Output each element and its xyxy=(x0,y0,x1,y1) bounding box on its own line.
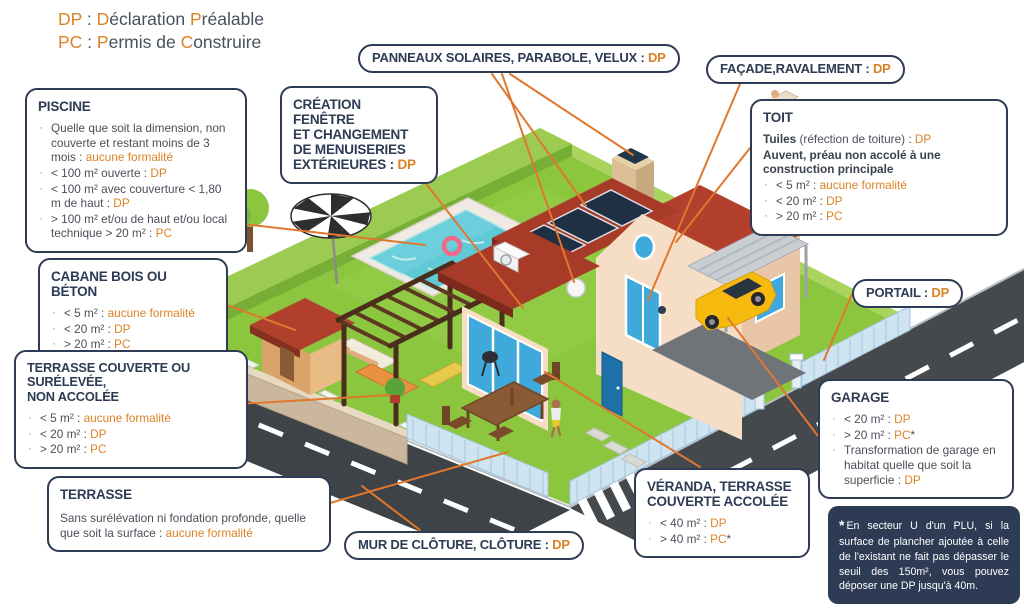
callout-facade-title: FAÇADE,RAVALEMENT : DP xyxy=(720,61,891,76)
footnote-asterisk: * xyxy=(839,517,845,533)
item-line: ·> 20 m² : PC* xyxy=(832,426,916,442)
satellite-dish xyxy=(566,278,586,298)
footnote: *En secteur U d'un PLU, si la surface de… xyxy=(828,506,1020,604)
callout-cabane-items: ·< 5 m² : aucune formalité·< 20 m² : DP·… xyxy=(51,305,215,352)
callout-mur-cloture-title: MUR DE CLÔTURE, CLÔTURE : DP xyxy=(358,537,570,552)
leader-terrasse xyxy=(329,451,509,504)
barbecue xyxy=(482,351,498,363)
item-line: ·> 100 m² et/ou de haut et/ou local tech… xyxy=(39,210,228,241)
callout-terrasse-couverte-title: TERRASSE COUVERTE OU SURÉLEVÉE,NON ACCOL… xyxy=(27,360,191,404)
item-line: ·> 20 m² : PC xyxy=(28,441,107,457)
leader-facade xyxy=(647,83,741,301)
callout-panneaux-solaires-title: PANNEAUX SOLAIRES, PARABOLE, VELUX : DP xyxy=(372,50,666,65)
leader-panneaux-solaires xyxy=(491,73,587,207)
callout-mur-cloture: MUR DE CLÔTURE, CLÔTURE : DP xyxy=(344,531,584,560)
item-line: ·< 5 m² : aucune formalité xyxy=(52,305,195,321)
callout-garage-title: GARAGE xyxy=(831,390,890,405)
leader-lines xyxy=(223,73,853,531)
callout-terrasse-couverte: TERRASSE COUVERTE OU SURÉLEVÉE,NON ACCOL… xyxy=(14,350,248,469)
leader-veranda xyxy=(544,371,701,468)
leader-mur-cloture xyxy=(361,485,421,531)
item-line: ·< 100 m² avec couverture < 1,80 m de ha… xyxy=(39,180,222,211)
item-line: Auvent, préau non accolé à une construct… xyxy=(763,147,941,177)
item-line: Tuiles (réfection de toiture) : DP xyxy=(763,132,932,147)
leader-portail xyxy=(823,293,853,361)
callout-terrasse: TERRASSE Sans surélévation ni fondation … xyxy=(47,476,331,553)
item-line: ·< 5 m² : aucune formalité xyxy=(28,409,171,425)
item-line: ·< 20 m² : DP xyxy=(52,320,131,336)
item-line: ·< 40 m² : DP xyxy=(648,515,727,531)
legend: DP : Déclaration Préalable PC : Permis d… xyxy=(58,8,264,54)
callout-portail-title: PORTAIL : DP xyxy=(866,285,950,300)
item-line: ·> 40 m² : PC* xyxy=(648,530,732,546)
item-line: Sans surélévation ni fondation profonde,… xyxy=(60,511,306,540)
front-door xyxy=(601,351,623,417)
ac-unit xyxy=(492,241,531,273)
legend-line-dp: DP : Déclaration Préalable xyxy=(58,9,264,29)
garden-table xyxy=(460,381,550,426)
callout-veranda-title: VÉRANDA, TERRASSE COUVERTE ACCOLÉE xyxy=(647,479,792,510)
item-line: ·< 20 m² : DP xyxy=(28,425,107,441)
leader-terrasse-couverte xyxy=(238,394,391,405)
callout-veranda: VÉRANDA, TERRASSE COUVERTE ACCOLÉE ·< 40… xyxy=(634,468,810,559)
item-line: ·< 5 m² : aucune formalité xyxy=(764,176,907,192)
item-line: ·Quelle que soit la dimension, non couve… xyxy=(39,120,226,165)
callout-garage-items: ·< 20 m² : DP·> 20 m² : PC*·Transformati… xyxy=(831,411,1001,487)
callout-cabane: CABANE BOIS OU BÉTON ·< 5 m² : aucune fo… xyxy=(38,258,228,365)
callout-piscine-title: PISCINE xyxy=(38,99,91,114)
wall-lamp xyxy=(658,306,666,314)
leader-piscine xyxy=(242,223,426,246)
garden-furniture xyxy=(442,351,562,441)
leader-velux xyxy=(509,73,634,156)
leader-garage xyxy=(727,317,819,437)
callout-terrasse-couverte-items: ·< 5 m² : aucune formalité·< 20 m² : DP·… xyxy=(27,409,235,457)
shed xyxy=(250,298,355,395)
leader-parabole xyxy=(501,73,575,283)
garage-carport xyxy=(652,224,810,400)
item-line: ·Transformation de garage en habitat que… xyxy=(832,442,996,487)
item-line: ·< 20 m² : DP xyxy=(764,192,843,208)
callout-piscine-items: ·Quelle que soit la dimension, non couve… xyxy=(38,120,234,241)
item-line: ·< 20 m² : DP xyxy=(832,411,911,427)
leader-toit xyxy=(675,147,751,243)
callout-facade: FAÇADE,RAVALEMENT : DP xyxy=(706,55,905,84)
callout-piscine: PISCINE ·Quelle que soit la dimension, n… xyxy=(25,88,247,254)
callout-terrasse-title: TERRASSE xyxy=(60,487,132,502)
legend-line-pc: PC : Permis de Construire xyxy=(58,32,262,52)
callout-cabane-title: CABANE BOIS OU BÉTON xyxy=(51,269,167,300)
pool-ring-float xyxy=(441,235,463,257)
stepping-stones xyxy=(584,427,648,468)
driveway xyxy=(652,323,806,400)
leader-creation-fenetre xyxy=(412,166,524,309)
callout-garage: GARAGE ·< 20 m² : DP·> 20 m² : PC*·Trans… xyxy=(818,379,1014,500)
child-figure xyxy=(550,399,562,438)
item-line: ·> 20 m² : PC xyxy=(764,208,843,224)
callout-veranda-items: ·< 40 m² : DP·> 40 m² : PC* xyxy=(647,515,797,546)
footnote-text: En secteur U d'un PLU, si la surface de … xyxy=(839,520,1009,593)
callout-terrasse-items: Sans surélévation ni fondation profonde,… xyxy=(60,511,318,540)
car xyxy=(695,271,777,331)
item-line: ·< 100 m² ouverte : DP xyxy=(39,164,167,180)
callout-panneaux-solaires: PANNEAUX SOLAIRES, PARABOLE, VELUX : DP xyxy=(358,44,680,73)
callout-toit-title: TOIT xyxy=(763,110,793,125)
velux-window xyxy=(617,148,649,164)
item-line: ·> 20 m² : PC xyxy=(52,336,131,352)
leader-cabane xyxy=(223,303,296,331)
callout-portail: PORTAIL : DP xyxy=(852,279,964,308)
round-window xyxy=(632,233,656,261)
